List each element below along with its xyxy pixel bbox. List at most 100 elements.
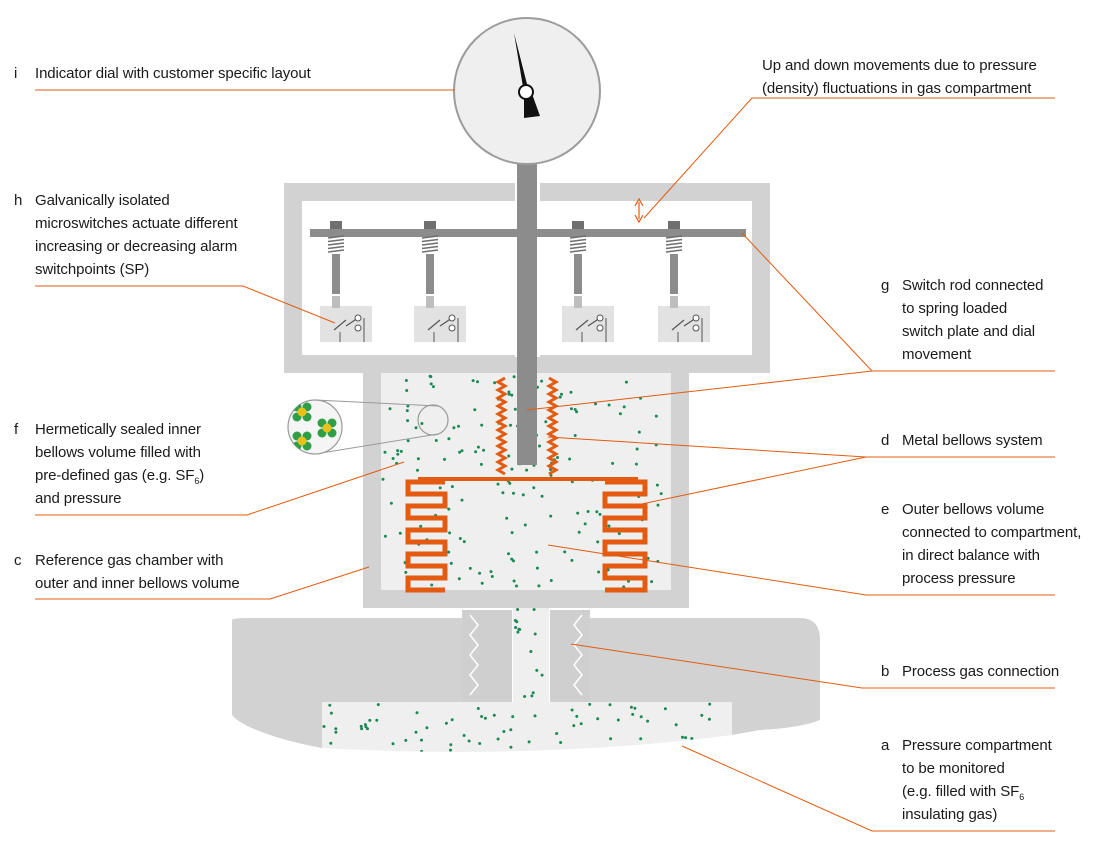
gas-particle	[406, 419, 410, 423]
gas-particle	[458, 450, 462, 454]
label-c-key: c	[14, 552, 22, 569]
gas-particle	[570, 558, 574, 562]
label-h-line-4: switchpoints (SP)	[35, 261, 150, 278]
label-a-key: a	[881, 737, 890, 754]
gas-particle	[405, 389, 409, 392]
gas-particle	[431, 385, 435, 389]
gas-particle	[479, 462, 483, 466]
microswitch-group	[320, 221, 710, 342]
gas-particle	[457, 577, 461, 581]
label-h-line-3: increasing or decreasing alarm	[35, 238, 238, 255]
gas-particle	[483, 716, 487, 720]
gas-particle	[443, 457, 446, 461]
gas-particle	[473, 408, 477, 412]
gas-particle	[531, 691, 535, 695]
microswitch-body	[562, 306, 614, 342]
gas-particle	[368, 718, 372, 722]
gas-particle	[572, 724, 576, 728]
gas-particle	[594, 402, 597, 406]
gas-particle	[510, 467, 514, 471]
label-i-key: i	[14, 65, 18, 82]
gas-particle	[404, 570, 408, 574]
gas-particle	[450, 485, 454, 489]
gas-particle	[576, 511, 580, 515]
compartment-gas	[322, 702, 732, 752]
gas-particle	[406, 404, 410, 408]
microswitch-terminal	[354, 314, 362, 322]
gas-particle	[474, 450, 478, 454]
microswitch-wire	[581, 318, 607, 342]
label-f-line-1: Hermetically sealed inner	[35, 421, 201, 438]
gas-particle	[607, 403, 611, 407]
microswitch-spring	[421, 245, 439, 250]
label-g-line-1: Switch rod connected	[902, 277, 1044, 294]
label-b: b Process gas connection	[881, 660, 1091, 683]
gas-particle	[538, 444, 541, 448]
microswitch-spring	[327, 238, 345, 243]
gas-particle	[458, 537, 462, 540]
gas-particle	[510, 393, 514, 397]
gas-particle	[447, 507, 451, 511]
gas-particle	[414, 730, 418, 734]
gas-particle	[639, 737, 643, 741]
microswitch-terminal	[596, 314, 604, 322]
gas-particle	[583, 522, 587, 526]
gas-particle	[512, 579, 516, 583]
gas-particle	[496, 482, 500, 486]
gas-particle	[521, 493, 525, 497]
microswitch-spring	[569, 235, 587, 239]
label-e: e Outer bellows volume connected to comp…	[881, 498, 1106, 590]
gas-particle	[391, 457, 395, 460]
label-g-line-3: switch plate and dial	[902, 323, 1035, 340]
gas-particle	[533, 714, 537, 718]
gas-particle	[512, 491, 515, 495]
gas-particle	[360, 727, 364, 731]
gas-particle	[631, 712, 635, 716]
microswitch-terminal	[448, 324, 456, 332]
gas-particle	[540, 494, 544, 498]
label-b-key: b	[881, 663, 890, 680]
leader-lines	[35, 89, 1055, 832]
label-f-key: f	[14, 421, 19, 438]
microswitch-body	[658, 306, 710, 342]
gas-particle	[634, 462, 638, 466]
gas-particle	[420, 422, 424, 425]
gas-particle	[633, 706, 637, 710]
magnified-spot	[417, 404, 449, 436]
gas-particle	[509, 423, 512, 427]
gas-particle	[457, 424, 460, 428]
leader-updown	[643, 97, 1055, 219]
gas-particle	[489, 570, 493, 574]
label-e-line-3: in direct balance with	[902, 547, 1040, 564]
gas-particle	[540, 379, 544, 383]
label-f-line-3-text: pre-defined gas (e.g. SF	[35, 467, 195, 484]
sulfur-atom	[297, 407, 307, 417]
gas-particle	[659, 751, 662, 752]
microswitch-terminal	[596, 324, 604, 332]
gas-particle	[334, 730, 338, 734]
gas-particle	[625, 745, 629, 749]
sulfur-atom	[322, 423, 332, 433]
gas-particle	[508, 481, 512, 485]
microswitch-spring	[327, 242, 345, 246]
sulfur-atom	[297, 436, 307, 446]
gas-particle	[396, 449, 400, 453]
label-a-line-1: Pressure compartment	[902, 737, 1052, 754]
gas-particle	[569, 407, 573, 411]
gas-particle	[707, 717, 711, 721]
gas-particle	[507, 454, 511, 458]
microswitch-spring	[327, 235, 345, 239]
gas-particle	[650, 580, 654, 584]
gas-particle	[452, 426, 456, 430]
label-e-line-4: process pressure	[902, 570, 1016, 587]
gas-particle	[569, 390, 573, 394]
gas-particle	[616, 718, 620, 722]
gas-particle	[518, 628, 522, 631]
gas-particle	[515, 584, 518, 588]
pressure-compartment	[232, 618, 820, 752]
label-updown: Up and down movements due to pressure (d…	[752, 54, 1062, 100]
gas-particle	[681, 735, 684, 739]
gas-particle	[568, 457, 572, 461]
gas-particle	[663, 707, 667, 711]
gas-particle	[527, 740, 531, 744]
